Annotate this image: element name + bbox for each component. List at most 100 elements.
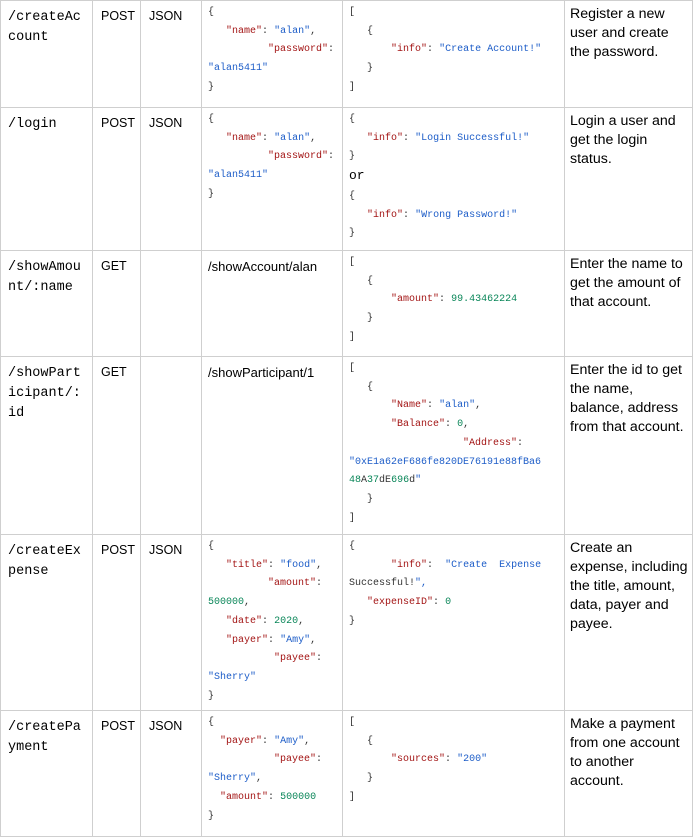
request-code-line: "amount": 500000 (220, 791, 317, 803)
response-code-line: { (349, 114, 356, 125)
request-code-line: "name": "alan", (226, 132, 317, 144)
response-code-line: { (349, 275, 374, 287)
response-code-line: "info": "Create Expense (391, 559, 542, 571)
response-code-line: { (349, 190, 356, 202)
method-cell: POST (101, 9, 136, 23)
response-body-cell: { "info": "Login Successful!"} or { "info"… (344, 109, 564, 244)
response-code-line: } (349, 493, 374, 505)
request-code-line: { (208, 717, 215, 728)
description-cell: Login a user and get the login status. (570, 113, 676, 167)
request-code-line: { (208, 7, 215, 18)
response-code-line: "Balance": 0, (391, 419, 470, 431)
response-code-line: "amount": 99.43462224 (391, 294, 518, 306)
request-code-line: "payer": "Amy", (226, 634, 317, 646)
method-cell: POST (101, 543, 136, 557)
description-cell: Create an expense, including the title, … (570, 540, 688, 632)
response-code-line: } (349, 228, 356, 240)
response-code-line: or (349, 168, 365, 184)
response-code-line: } (349, 151, 356, 163)
format-cell (142, 358, 201, 366)
endpoint-cell: /showAmount/:name (8, 260, 81, 295)
request-code-line: "alan5411" (208, 63, 269, 75)
response-code-line: ] (349, 791, 356, 803)
endpoint-cell: /login (8, 117, 57, 132)
method-cell: GET (101, 259, 127, 273)
request-code-line: "password": (268, 44, 335, 56)
endpoint-cell: /createPayment (8, 720, 81, 755)
request-code-line: "payee": (274, 754, 323, 766)
request-code-line: "amount": (268, 578, 323, 590)
response-code-line: [ (349, 7, 356, 18)
request-code-line: } (208, 81, 215, 93)
response-body-cell: [ { "Name": "alan", "Balance": 0, "Addre… (344, 358, 564, 529)
response-code-line: 48A37dE696d" (349, 475, 422, 487)
response-code-line: [ (349, 717, 356, 728)
response-code-line: } (349, 313, 374, 325)
response-code-line: } (349, 615, 356, 627)
request-body-cell: { "payer": "Amy", "payee": "Sherry", "amo… (203, 712, 342, 827)
response-code-line: [ (349, 257, 356, 268)
response-code-line: { (349, 735, 374, 747)
format-cell: JSON (149, 116, 183, 130)
response-body-cell: [ { "sources": "200" }] (344, 712, 564, 808)
response-code-line: } (349, 773, 374, 785)
response-code-line: "sources": "200" (391, 754, 488, 766)
response-code-line: "info": "Login Successful!" (367, 132, 530, 144)
response-code-line: "Name": "alan", (391, 400, 482, 412)
endpoint-cell: /createExpense (8, 544, 81, 579)
method-cell: POST (101, 719, 136, 733)
request-body-cell: { "name": "alan", "password": "alan5411"} (203, 2, 342, 98)
example-url-cell: /showAccount/alan (208, 259, 318, 274)
table-row: /login POST JSON { "name": "alan", "passwor… (0, 107, 693, 251)
request-code-line: "date": 2020, (226, 615, 305, 627)
response-code-line: "info": "Wrong Password!" (367, 209, 518, 221)
format-cell: JSON (149, 719, 183, 733)
description-cell: Register a new user and create the passw… (570, 6, 669, 60)
format-cell: JSON (149, 9, 183, 23)
response-body-cell: [ { "info": "Create Account!" }] (344, 2, 564, 98)
request-code-line: "payer": "Amy", (220, 735, 311, 747)
description-cell: Make a payment from one account to anoth… (570, 716, 680, 789)
format-cell (142, 252, 201, 260)
table-row: /showParticipant/:id GET/showParticipant/… (0, 356, 693, 535)
response-code-line: { (349, 381, 374, 393)
response-code-line: ] (349, 512, 356, 524)
response-code-line: [ (349, 363, 356, 374)
request-code-line: { (208, 541, 215, 552)
response-code-line: "expenseID": 0 (367, 597, 452, 609)
request-code-line: "name": "alan", (226, 25, 317, 37)
response-code-line: } (349, 63, 374, 75)
request-code-line: "title": "food", (226, 559, 323, 571)
example-url-cell: /showParticipant/1 (208, 365, 315, 380)
request-code-line: } (208, 188, 215, 200)
request-code-line: 500000, (208, 597, 251, 609)
request-code-line: "password": (268, 151, 335, 163)
request-code-line: { (208, 114, 215, 125)
response-code-line: Successful!", (349, 578, 428, 590)
table-row: /createExpense POST JSON { "title": "food",… (0, 534, 693, 711)
request-body-cell: { "name": "alan", "password": "alan5411"} (203, 109, 342, 205)
method-cell: GET (101, 365, 127, 379)
description-cell: Enter the name to get the amount of that… (570, 256, 683, 310)
request-code-line: "alan5411" (208, 170, 269, 182)
format-cell: JSON (149, 543, 183, 557)
table-row: /showAmount/:name GET/showAccount/alan [ {… (0, 250, 693, 357)
response-code-line: "Address": (463, 437, 524, 449)
request-body-cell: { "title": "food", "amount": 500000, "dat… (203, 536, 342, 707)
response-code-line: "info": "Create Account!" (391, 44, 542, 56)
response-code-line: "0xE1a62eF686fe820DE76191e88fBa6 (349, 456, 542, 468)
request-code-line: "payee": (274, 653, 323, 665)
response-body-cell: [ { "amount": 99.43462224 }] (344, 252, 564, 348)
request-code-line: "Sherry", (208, 773, 263, 785)
request-code-line: } (208, 690, 215, 702)
response-code-line: ] (349, 331, 356, 343)
method-cell: POST (101, 116, 136, 130)
request-code-line: } (208, 810, 215, 822)
description-cell: Enter the id to get the name, balance, a… (570, 362, 684, 435)
endpoint-cell: /showParticipant/:id (8, 366, 81, 421)
response-code-line: { (349, 541, 356, 552)
